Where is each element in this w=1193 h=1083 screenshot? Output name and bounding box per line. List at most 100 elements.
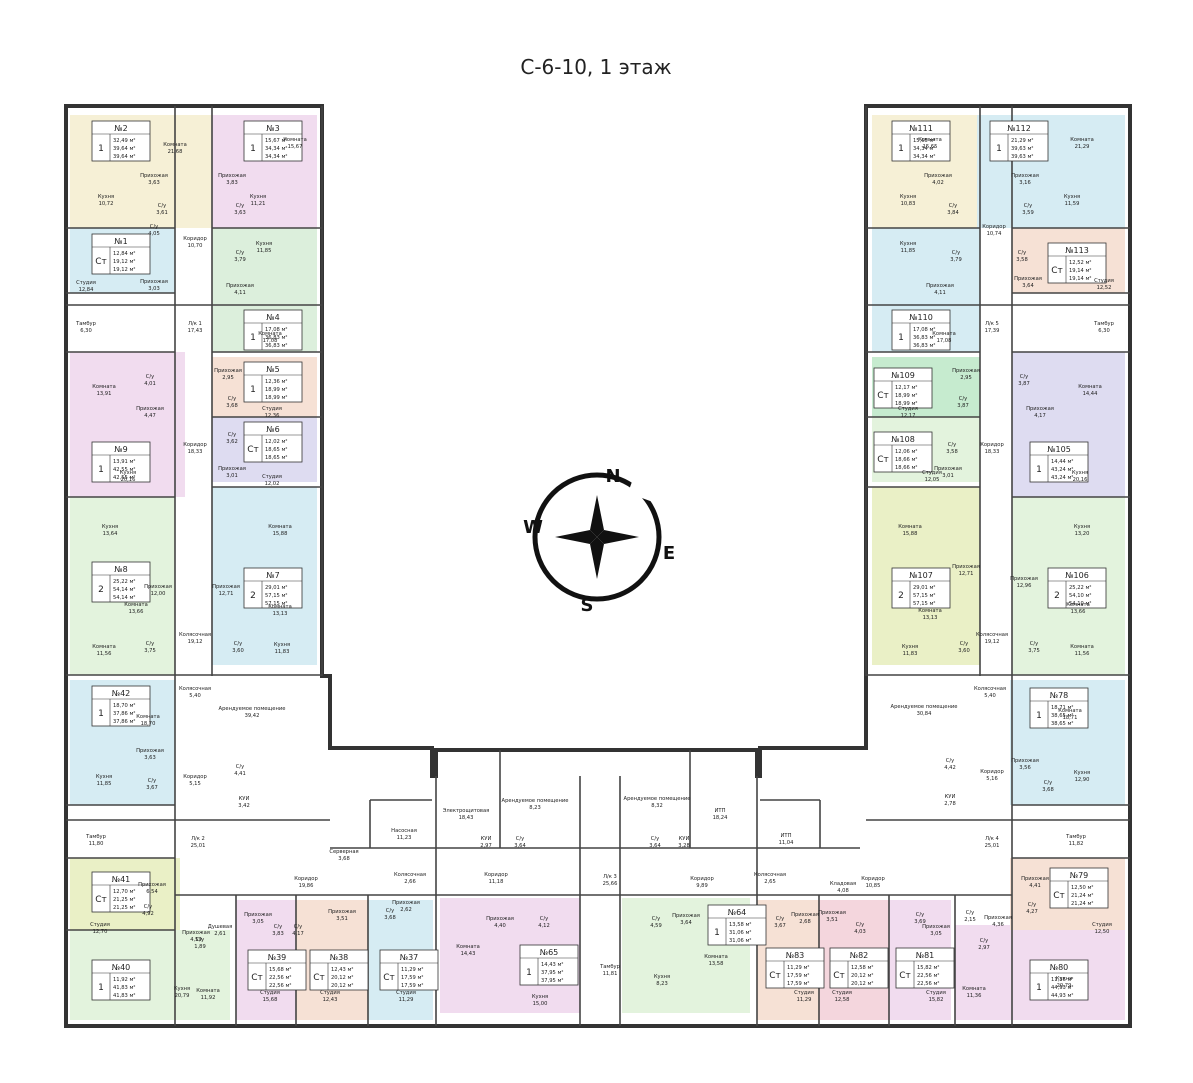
apartment-card-frame bbox=[873, 431, 933, 473]
room-name: Комната bbox=[92, 384, 116, 390]
room-name: Кухня bbox=[654, 974, 670, 980]
apartment-area: 15,67 м² bbox=[265, 138, 288, 144]
room-name: С/у bbox=[196, 937, 204, 943]
room-area: 11,56 bbox=[97, 651, 112, 657]
apartment-area: 17,08 м² bbox=[265, 327, 288, 333]
apartment-type: Ст bbox=[877, 455, 889, 465]
room-name: Прихожая bbox=[1011, 758, 1039, 764]
room-label: С/у3,69 bbox=[914, 912, 926, 925]
apartment-type: Ст bbox=[1053, 891, 1065, 901]
room-area: 3,28 bbox=[678, 843, 690, 849]
room-name: Колясочная bbox=[974, 686, 1006, 692]
room-area: 20,16 bbox=[1073, 477, 1088, 483]
room-name: Комната bbox=[92, 644, 116, 650]
apartment-area: 31,06 м² bbox=[729, 930, 752, 936]
room-area: 17,08 bbox=[263, 338, 278, 344]
room-name: Коридор bbox=[183, 774, 207, 780]
apartment-area: 20,12 м² bbox=[331, 983, 354, 989]
room-name: Студия bbox=[320, 990, 340, 996]
apartment-area: 18,99 м² bbox=[895, 401, 918, 407]
room-name: КУИ bbox=[481, 836, 492, 842]
room-name: Прихожая bbox=[244, 912, 272, 918]
room-name: Прихожая bbox=[328, 909, 356, 915]
room-area: 18,71 bbox=[1063, 715, 1078, 721]
room-name: Прихожая bbox=[136, 748, 164, 754]
room-area: 3,01 bbox=[942, 473, 954, 479]
room-label: С/у3,60 bbox=[958, 641, 970, 654]
room-area: 12,96 bbox=[1017, 583, 1032, 589]
room-area: 11,18 bbox=[489, 879, 504, 885]
apartment-area: 34,34 м² bbox=[265, 146, 288, 152]
room-name: Прихожая bbox=[392, 900, 420, 906]
compass-arrow-east bbox=[597, 530, 639, 544]
room-name: Прихожая bbox=[212, 584, 240, 590]
room-label: С/у4,41 bbox=[234, 764, 246, 777]
room-name: Комната bbox=[898, 524, 922, 530]
room-name: С/у bbox=[228, 396, 236, 402]
room-area: 3,63 bbox=[148, 180, 160, 186]
room-name: Прихожая bbox=[934, 466, 962, 472]
room-name: Прихожая bbox=[182, 930, 210, 936]
room-area: 21,68 bbox=[168, 149, 183, 155]
apartment-type: Ст bbox=[247, 445, 259, 455]
room-name: Студия bbox=[832, 990, 852, 996]
apartment-area: 39,64 м² bbox=[113, 154, 136, 160]
apartment-number: №106 bbox=[1065, 571, 1089, 580]
room-area: 12,52 bbox=[1097, 285, 1112, 291]
apartment-type: 1 bbox=[250, 144, 256, 154]
apartment-area: 25,22 м² bbox=[1069, 585, 1092, 591]
apartment-area: 36,83 м² bbox=[913, 343, 936, 349]
apartment-number: №5 bbox=[266, 365, 279, 374]
